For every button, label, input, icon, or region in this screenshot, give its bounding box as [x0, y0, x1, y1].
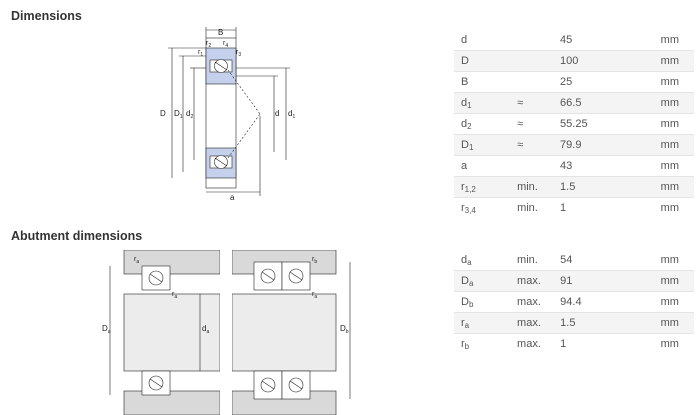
abutment-drawing-single: ra ra Da da: [102, 250, 220, 415]
param-value: 79.9: [560, 134, 661, 156]
label-B: B: [218, 28, 223, 37]
dimensions-title: Dimensions: [11, 9, 82, 23]
param-qualifier: ≈: [517, 134, 561, 156]
label-ra-single-side: ra: [172, 291, 177, 300]
param-qualifier: max.: [517, 291, 561, 313]
param-value: 1: [560, 333, 661, 354]
param-symbol: d2: [454, 113, 518, 135]
param-value: 100: [560, 50, 661, 72]
param-symbol: D: [454, 50, 518, 72]
param-value: 54: [560, 254, 573, 266]
param-value: 1: [560, 197, 661, 218]
param-qualifier: ≈: [517, 113, 561, 135]
param-symbol: rb: [454, 333, 518, 354]
param-qualifier: [517, 50, 561, 72]
label-da: da: [202, 324, 209, 335]
param-value: 91: [560, 270, 661, 292]
param-unit: mm: [660, 254, 679, 266]
param-symbol: B: [454, 71, 518, 93]
param-unit: mm: [660, 197, 694, 218]
label-d: d: [275, 109, 279, 118]
param-value: 1.5: [560, 312, 661, 334]
param-unit: mm: [660, 312, 694, 334]
param-value: 25: [560, 71, 661, 93]
param-value: 45: [560, 34, 573, 46]
label-Da: Da: [102, 324, 111, 335]
abutment-dimensions-title: Abutment dimensions: [11, 229, 143, 243]
param-qualifier: max.: [517, 270, 561, 292]
param-value: 55.25: [560, 113, 661, 135]
param-symbol: d: [461, 33, 468, 46]
param-symbol: da: [461, 253, 472, 267]
label-D1: D1: [174, 109, 183, 120]
param-value: 43: [560, 155, 661, 177]
param-unit: mm: [660, 113, 694, 135]
param-unit: mm: [660, 155, 694, 177]
param-value: 94.4: [560, 291, 661, 313]
label-rb: rb: [312, 256, 317, 265]
param-unit: mm: [660, 333, 694, 354]
param-unit: mm: [660, 291, 694, 313]
param-qualifier: max.: [517, 312, 561, 334]
param-qualifier: [517, 30, 560, 51]
param-qualifier: min.: [517, 197, 561, 218]
param-qualifier: max.: [517, 333, 561, 354]
label-d2: d2: [186, 109, 193, 120]
param-qualifier: ≈: [517, 92, 561, 114]
bearing-dimensions-drawing: B r1 r2 r4 r3 D D1 d2 d d1 a: [160, 27, 295, 202]
label-ra-paired: ra: [312, 291, 317, 300]
param-qualifier: [517, 71, 561, 93]
param-qualifier: min.: [517, 254, 538, 266]
label-r3: r3: [236, 49, 241, 58]
param-symbol: a: [454, 155, 518, 177]
param-symbol: Da: [454, 270, 518, 292]
param-value: 66.5: [560, 92, 661, 114]
param-symbol: D1: [454, 134, 518, 156]
param-unit: mm: [660, 50, 694, 72]
label-D: D: [160, 109, 166, 118]
param-qualifier: [517, 155, 561, 177]
param-unit: mm: [660, 176, 694, 198]
label-r4-top: r4: [223, 40, 228, 49]
abutment-row: da min. 54 mm: [454, 250, 694, 271]
label-d1: d1: [288, 109, 295, 120]
param-symbol: d1: [454, 92, 518, 114]
param-qualifier: min.: [517, 176, 561, 198]
label-r2-top: r2: [206, 40, 211, 49]
param-value: 1.5: [560, 176, 661, 198]
label-Db: Db: [340, 324, 349, 335]
param-unit: mm: [660, 34, 679, 46]
abutment-drawing-paired: rb ra Db: [232, 250, 351, 415]
param-symbol: Db: [454, 291, 518, 313]
label-a: a: [230, 193, 235, 202]
label-r1-top: r1: [198, 49, 203, 58]
param-unit: mm: [660, 92, 694, 114]
label-ra-single-top: ra: [134, 256, 139, 265]
param-unit: mm: [660, 71, 694, 93]
param-unit: mm: [660, 134, 694, 156]
param-unit: mm: [660, 270, 694, 292]
param-symbol: ra: [454, 312, 518, 334]
dimension-row: d 45 mm: [454, 30, 694, 51]
param-symbol: r3,4: [454, 197, 518, 218]
param-symbol: r1,2: [454, 176, 518, 198]
